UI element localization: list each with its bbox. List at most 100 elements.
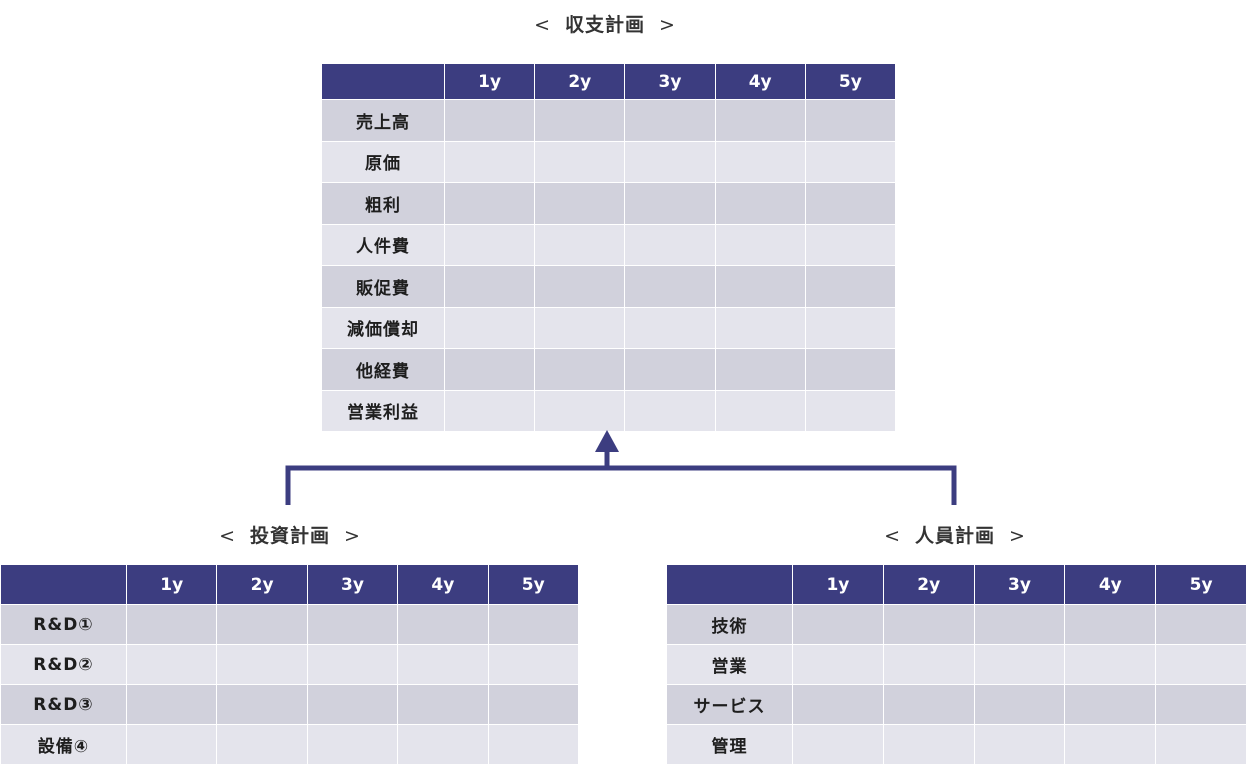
- value-cell: [216, 604, 308, 645]
- value-cell: [714, 265, 806, 308]
- value-cell: [1155, 604, 1247, 645]
- income-plan-title-text: 収支計画: [564, 14, 645, 36]
- value-cell: [443, 389, 536, 432]
- value-cell: [973, 724, 1066, 765]
- column-header: 1y: [792, 564, 884, 605]
- value-cell: [443, 306, 536, 349]
- value-cell: [804, 265, 896, 308]
- table-row: 粗利: [321, 182, 896, 225]
- value-cell: [624, 182, 716, 225]
- value-cell: [487, 604, 579, 645]
- table-row: 技術: [666, 604, 1247, 645]
- investment-plan-table: 1y 2y 3y 4y 5y R&D① R&D② R&D③ 設備④: [0, 564, 579, 765]
- value-cell: [1064, 604, 1157, 645]
- value-cell: [1155, 644, 1247, 685]
- value-cell: [804, 140, 896, 183]
- corner-cell: [666, 564, 793, 605]
- value-cell: [973, 684, 1066, 725]
- value-cell: [306, 724, 399, 765]
- row-label: 売上高: [321, 99, 445, 142]
- column-header: 5y: [487, 564, 579, 605]
- table-row: R&D③: [0, 684, 579, 725]
- value-cell: [792, 724, 884, 765]
- corner-cell: [0, 564, 127, 605]
- table-row: R&D②: [0, 644, 579, 685]
- column-header: 5y: [1155, 564, 1247, 605]
- row-label: 原価: [321, 140, 445, 183]
- value-cell: [1064, 644, 1157, 685]
- value-cell: [534, 140, 626, 183]
- value-cell: [306, 604, 399, 645]
- table-row: R&D①: [0, 604, 579, 645]
- value-cell: [397, 604, 489, 645]
- row-label: 営業利益: [321, 389, 445, 432]
- value-cell: [714, 182, 806, 225]
- value-cell: [1064, 684, 1157, 725]
- value-cell: [624, 348, 716, 391]
- value-cell: [397, 644, 489, 685]
- staff-plan-table: 1y 2y 3y 4y 5y 技術 営業 サービス 管理: [666, 564, 1247, 765]
- table-row: サービス: [666, 684, 1247, 725]
- row-label: サービス: [666, 684, 793, 725]
- table-row: 設備④: [0, 724, 579, 765]
- table-row: 原価: [321, 140, 896, 183]
- value-cell: [882, 604, 975, 645]
- value-cell: [534, 389, 626, 432]
- value-cell: [624, 389, 716, 432]
- column-header: 3y: [973, 564, 1066, 605]
- corner-cell: [321, 63, 445, 100]
- investment-plan-title-text: 投資計画: [249, 525, 330, 547]
- value-cell: [1155, 724, 1247, 765]
- column-header: 5y: [804, 63, 896, 100]
- open-bracket: <: [534, 14, 551, 36]
- connector-line: [285, 465, 957, 505]
- value-cell: [792, 684, 884, 725]
- row-label: 営業: [666, 644, 793, 685]
- column-header: 4y: [397, 564, 489, 605]
- table-row: 管理: [666, 724, 1247, 765]
- value-cell: [487, 724, 579, 765]
- value-cell: [973, 644, 1066, 685]
- value-cell: [792, 604, 884, 645]
- arrow-up-icon: [595, 430, 619, 452]
- value-cell: [443, 99, 536, 142]
- value-cell: [306, 644, 399, 685]
- value-cell: [216, 684, 308, 725]
- value-cell: [534, 182, 626, 225]
- value-cell: [1064, 724, 1157, 765]
- value-cell: [397, 684, 489, 725]
- column-header: 3y: [306, 564, 399, 605]
- income-plan-table: 1y 2y 3y 4y 5y 売上高 原価 粗利 人件費 販促費 減価償却 他経…: [321, 63, 896, 432]
- value-cell: [443, 140, 536, 183]
- value-cell: [804, 182, 896, 225]
- value-cell: [216, 724, 308, 765]
- value-cell: [714, 223, 806, 266]
- row-label: 設備④: [0, 724, 127, 765]
- value-cell: [882, 644, 975, 685]
- close-bracket: >: [344, 525, 361, 547]
- value-cell: [624, 306, 716, 349]
- value-cell: [443, 182, 536, 225]
- value-cell: [792, 644, 884, 685]
- value-cell: [804, 223, 896, 266]
- value-cell: [443, 348, 536, 391]
- column-header: 4y: [714, 63, 806, 100]
- investment-plan-title: < 投資計画 >: [185, 521, 395, 551]
- staff-plan-title: <人員計画>: [850, 521, 1060, 551]
- close-bracket: >: [1009, 525, 1026, 547]
- value-cell: [125, 644, 218, 685]
- table-row: 他経費: [321, 348, 896, 391]
- row-label: R&D②: [0, 644, 127, 685]
- value-cell: [804, 389, 896, 432]
- value-cell: [216, 644, 308, 685]
- value-cell: [714, 389, 806, 432]
- row-label: R&D①: [0, 604, 127, 645]
- value-cell: [714, 99, 806, 142]
- column-header: 1y: [443, 63, 536, 100]
- value-cell: [804, 306, 896, 349]
- value-cell: [487, 644, 579, 685]
- value-cell: [487, 684, 579, 725]
- open-bracket: <: [219, 525, 236, 547]
- row-label: 粗利: [321, 182, 445, 225]
- value-cell: [125, 684, 218, 725]
